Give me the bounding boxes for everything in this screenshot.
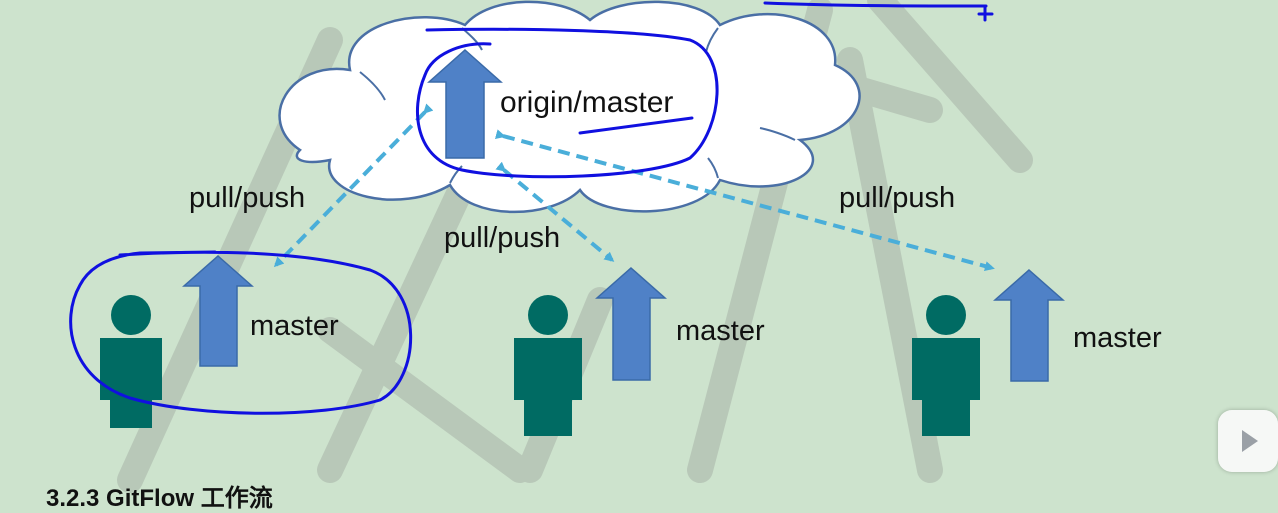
- annotation-remote-circle: [415, 27, 719, 179]
- person-icon: [100, 295, 162, 428]
- remote-branch-label: origin/master: [500, 86, 674, 119]
- annotation-plus-mark: [977, 6, 994, 22]
- hand-annotations: [69, 1, 994, 415]
- sync-arrows: [273, 103, 995, 272]
- local-branch-up-arrow-icon: [993, 268, 1065, 382]
- local-branch-label-1: master: [250, 310, 339, 342]
- annotation-underline: [578, 116, 694, 135]
- video-play-button[interactable]: [1218, 410, 1278, 472]
- local-branch-up-arrow-icon: [182, 254, 254, 367]
- section-heading: 3.2.3 GitFlow 工作流: [46, 485, 273, 512]
- local-branch-label-3: master: [1073, 322, 1162, 354]
- developer-3: [912, 268, 1065, 436]
- developer-1: [100, 254, 254, 428]
- developer-2: [514, 266, 667, 436]
- connection-label-2: pull/push: [444, 222, 561, 254]
- annotation-top-line: [763, 1, 988, 8]
- person-icon: [912, 295, 980, 436]
- local-branch-label-2: master: [676, 315, 765, 347]
- connection-label-1: pull/push: [189, 182, 306, 214]
- diagram-graphics: [69, 0, 1065, 493]
- diagram-canvas: origin/master pull/push pull/push pull/p…: [46, 0, 1278, 512]
- annotation-local-circle: [69, 250, 413, 415]
- person-icon: [514, 295, 582, 436]
- remote-branch-up-arrow-icon: [427, 48, 503, 159]
- play-icon: [1242, 430, 1258, 452]
- connection-label-3: pull/push: [839, 182, 956, 214]
- local-branch-up-arrow-icon: [595, 266, 667, 381]
